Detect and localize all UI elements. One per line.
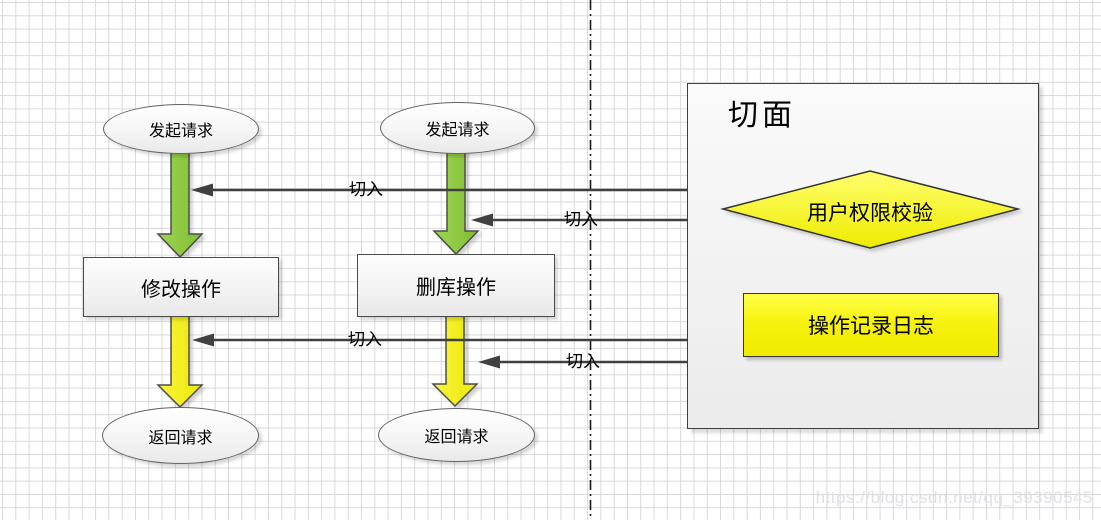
- cut-in-connector-1: [191, 183, 688, 197]
- arrowhead-left-icon: [192, 333, 214, 347]
- modify-operation-rect: 修改操作: [83, 257, 279, 317]
- delete-db-operation-rect: 删库操作: [357, 254, 555, 317]
- return-request-ellipse: 返回请求: [102, 407, 259, 464]
- cut-in-label: 切入: [349, 180, 383, 199]
- flow-down-arrow-yellow: [156, 314, 204, 409]
- aspect-box-title: 切面: [728, 99, 796, 132]
- arrowhead-left-icon: [471, 213, 493, 227]
- start-request-ellipse: 发起请求: [103, 104, 259, 154]
- return-request-ellipse: 返回请求: [378, 408, 535, 462]
- cut-in-label: 切入: [566, 352, 600, 371]
- operation-log-rect: 操作记录日志: [743, 293, 999, 357]
- flow-down-arrow-green: [156, 149, 204, 259]
- aspect-box: [687, 83, 1039, 429]
- permission-check-diamond: [720, 170, 1021, 249]
- cut-in-label: 切入: [564, 210, 598, 229]
- cut-in-label: 切入: [348, 330, 382, 349]
- permission-check-label: 用户权限校验: [807, 201, 933, 225]
- cut-in-connector-3: [192, 333, 688, 347]
- cut-in-connector-2: [471, 213, 688, 227]
- arrowhead-left-icon: [478, 355, 500, 369]
- arrowhead-left-icon: [191, 183, 213, 197]
- flow-down-arrow-green: [432, 149, 480, 256]
- cut-in-connector-4: [478, 355, 688, 369]
- start-request-ellipse: 发起请求: [380, 102, 535, 154]
- watermark: https://blog.csdn.net/qq_39390545: [815, 488, 1093, 507]
- flow-down-arrow-yellow: [431, 314, 479, 408]
